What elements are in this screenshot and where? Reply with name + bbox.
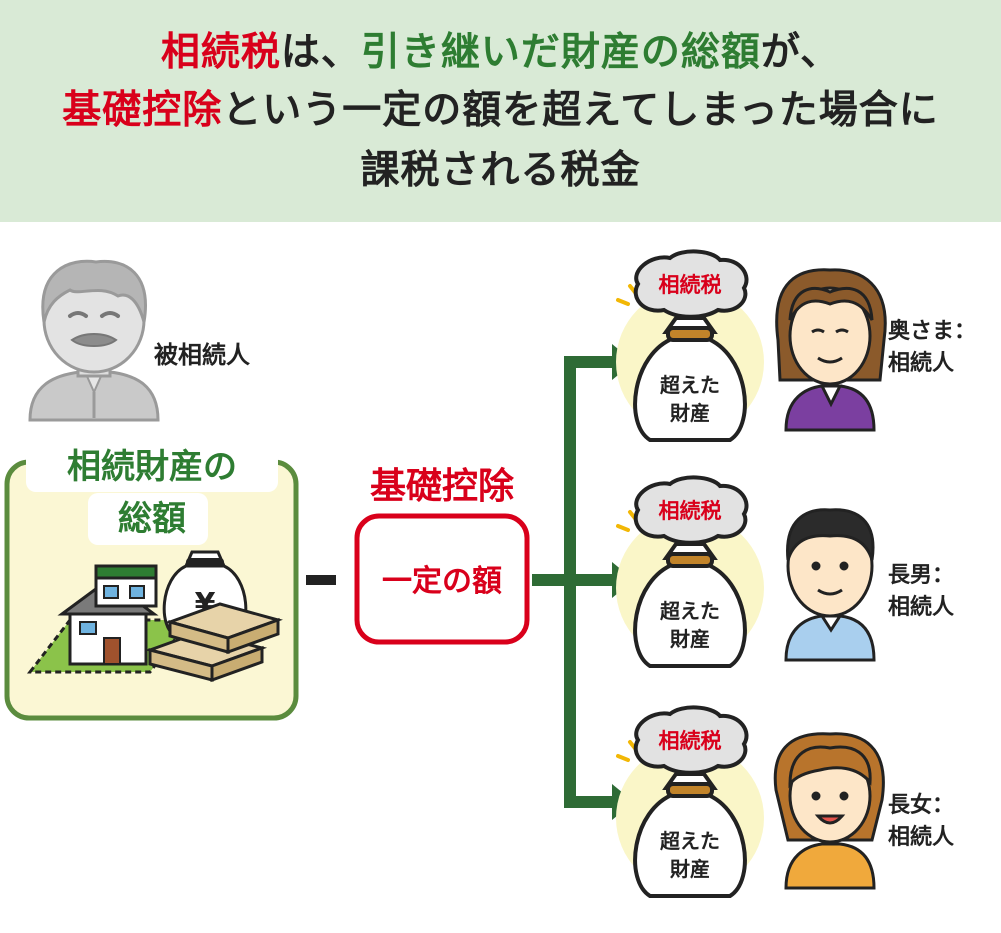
- heir-name-daughter: 長女：: [888, 792, 954, 818]
- headline-line-2: 基礎控除という一定の額を超えてしまった場合に: [0, 88, 1001, 134]
- headline-text: が、: [760, 30, 841, 75]
- decedent-illustration: [28, 259, 160, 422]
- bag-label-line-1: 超えた: [659, 829, 720, 853]
- bag-label-line-2: 財産: [670, 627, 710, 651]
- decedent-label: 被相続人: [154, 341, 250, 369]
- bag-label-line-1: 超えた: [659, 373, 720, 397]
- headline-term-inheritance-tax: 相続税: [160, 30, 281, 75]
- son-avatar: [784, 508, 876, 662]
- house-icon: [57, 564, 159, 666]
- tax-bag-3: 相続税 超えた 財産: [614, 705, 766, 898]
- headline-banner: 相続税は、引き継いだ財産の総額が、 基礎控除という一定の額を超えてしまった場合に…: [0, 0, 1001, 222]
- estate-title-line-1: 相続財産の: [67, 447, 237, 487]
- headline-text: という一定の額を超えてしまった場合に: [222, 88, 939, 133]
- bag-label-line-1: 超えた: [659, 599, 720, 623]
- deduction-title: 基礎控除: [370, 466, 515, 507]
- headline-line-1: 相続税は、引き継いだ財産の総額が、: [0, 30, 1001, 76]
- heir-name-son: 長男：: [888, 563, 954, 588]
- estate-title-line-2: 総額: [118, 499, 186, 539]
- tax-label: 相続税: [659, 499, 722, 523]
- heir-role-daughter: 相続人: [888, 824, 954, 850]
- heir-name-wife: 奥さま：: [888, 318, 976, 344]
- tax-bag-1: 相続税 超えた 財産: [614, 249, 766, 442]
- heir-role-son: 相続人: [888, 594, 954, 620]
- headline-term-total-estate: 引き継いだ財産の総額: [360, 30, 761, 75]
- bag-label-line-2: 財産: [670, 401, 710, 425]
- deduction-box: [354, 513, 530, 645]
- headline-line-3: 課税される税金: [360, 148, 641, 193]
- headline-term-basic-deduction: 基礎控除: [62, 88, 223, 133]
- minus-sign: [306, 575, 336, 585]
- tax-label: 相続税: [659, 273, 722, 297]
- headline-text: は、: [280, 30, 361, 75]
- estate-illustration: ¥: [26, 550, 283, 683]
- daughter-avatar: [773, 732, 885, 890]
- tax-label: 相続税: [659, 729, 722, 753]
- estate-title-backing: [88, 493, 208, 545]
- tax-bag-2: 相続税 超えた 財産: [614, 475, 766, 668]
- deduction-box-label: 一定の額: [382, 564, 502, 599]
- heir-role-wife: 相続人: [888, 350, 954, 376]
- bag-label-line-2: 財産: [670, 857, 710, 881]
- wife-avatar: [775, 268, 887, 432]
- estate-title-backing: [26, 440, 278, 492]
- cash-stacks-icon: [144, 602, 283, 683]
